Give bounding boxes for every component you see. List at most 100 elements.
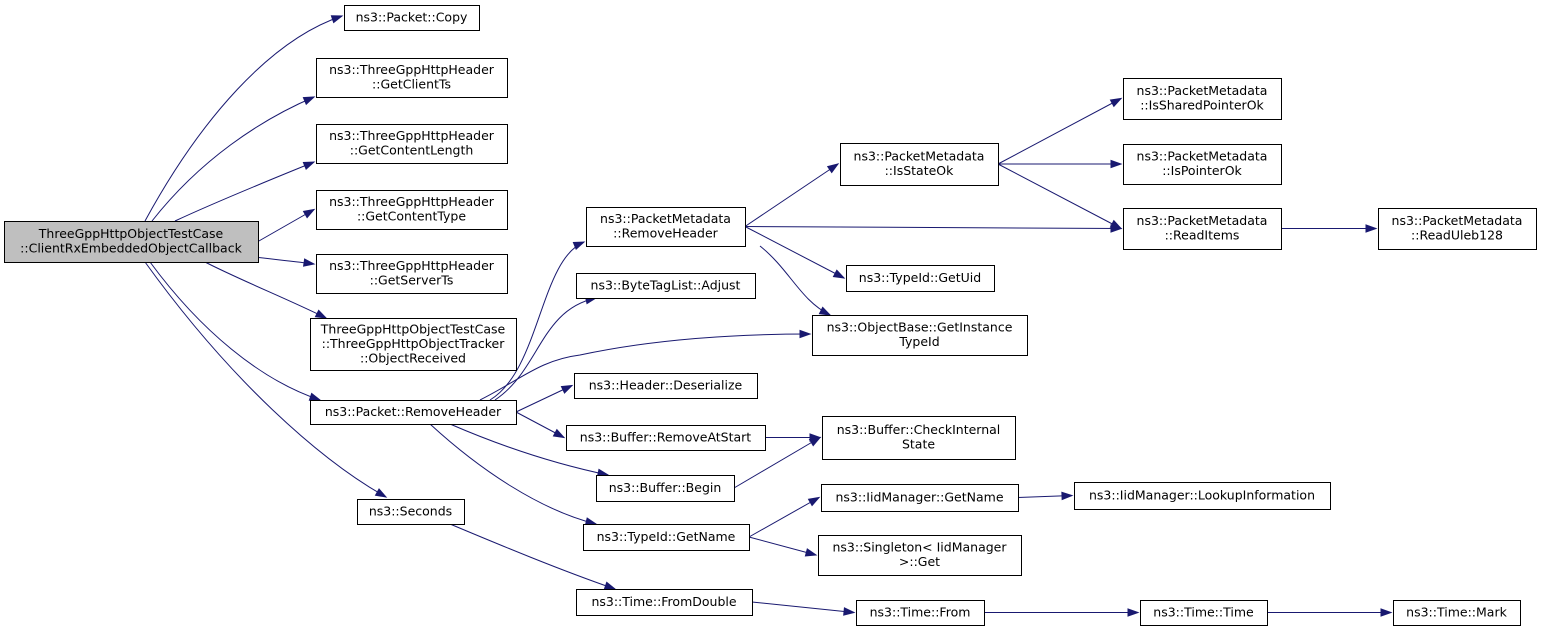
node-pm-read-uleb128[interactable]: ns3::PacketMetadata::ReadUleb128 — [1378, 208, 1537, 250]
edge-pm_remove_header-to-pm_read_items — [744, 224, 1123, 233]
node-seconds[interactable]: ns3::Seconds — [357, 499, 465, 525]
node-label: ::ReadItems — [1165, 228, 1240, 243]
node-time-time[interactable]: ns3::Time::Time — [1140, 600, 1268, 626]
node-pm-remove-header[interactable]: ns3::PacketMetadata::RemoveHeader — [586, 207, 746, 247]
node-label: ThreeGppHttpObjectTestCase — [38, 226, 224, 241]
node-label: ns3::TypeId::GetUid — [859, 270, 981, 285]
node-time-from[interactable]: ns3::Time::From — [856, 600, 985, 626]
node-label: ns3::Packet::RemoveHeader — [325, 404, 502, 419]
edge-pm_is_state_ok-to-pm_is_pointer_ok — [998, 159, 1123, 169]
edge-time_from-to-time_time — [984, 608, 1140, 617]
node-get-server-ts[interactable]: ns3::ThreeGppHttpHeader::GetServerTs — [316, 254, 508, 294]
edge-typeid_get_name-to-singleton_get — [748, 536, 818, 557]
node-label: ns3::Time::Mark — [1406, 604, 1507, 619]
node-label: ns3::Singleton< IidManager — [832, 540, 1007, 555]
edge-root-to-get_content_length — [174, 161, 316, 222]
edge-root-to-pkt_remove_header — [149, 261, 322, 401]
node-pm-is-pointer-ok[interactable]: ns3::PacketMetadata::IsPointerOk — [1123, 144, 1282, 185]
node-label: ::RemoveHeader — [613, 226, 719, 241]
node-typeid-get-uid[interactable]: ns3::TypeId::GetUid — [846, 265, 995, 292]
edge-root-to-object_received — [204, 261, 328, 319]
node-time-from-double[interactable]: ns3::Time::FromDouble — [576, 589, 753, 616]
node-label: ns3::Header::Deserialize — [589, 377, 743, 392]
node-get-client-ts[interactable]: ns3::ThreeGppHttpHeader::GetClientTs — [316, 58, 508, 98]
node-label: ns3::IidManager::LookupInformation — [1089, 487, 1315, 502]
node-label: ns3::PacketMetadata — [1137, 213, 1268, 228]
node-label: ::IsPointerOk — [1162, 163, 1242, 178]
node-label: ns3::ThreeGppHttpHeader — [329, 62, 495, 77]
edge-root-to-get_client_ts — [151, 96, 316, 222]
edge-pkt_remove_header-to-ob_get_instance_typeid — [479, 329, 812, 401]
edge-pkt_remove_header-to-typeid_get_name — [429, 423, 598, 526]
node-label: State — [902, 437, 935, 452]
edge-root-to-pkt_copy — [144, 15, 344, 222]
node-pkt-copy[interactable]: ns3::Packet::Copy — [344, 5, 480, 31]
edge-pm_is_state_ok-to-pm_is_shared_pointer_ok — [997, 97, 1123, 165]
node-label: ns3::PacketMetadata — [1137, 83, 1268, 98]
node-iid-get-name[interactable]: ns3::IidManager::GetName — [821, 484, 1019, 512]
node-label: ns3::PacketMetadata — [1392, 213, 1523, 228]
node-pm-is-shared-pointer-ok[interactable]: ns3::PacketMetadata::IsSharedPointerOk — [1123, 78, 1282, 120]
node-label: ::ObjectReceived — [360, 350, 466, 365]
node-iid-lookup-information[interactable]: ns3::IidManager::LookupInformation — [1074, 482, 1331, 510]
node-label: ::GetContentType — [357, 209, 466, 224]
edge-root-to-get_content_type — [257, 208, 316, 242]
edge-root-to-get_server_ts — [253, 256, 316, 267]
edge-pkt_remove_header-to-buf_remove_at_start — [515, 411, 566, 439]
node-label: ns3::Packet::Copy — [356, 9, 468, 24]
node-label: ns3::Buffer::RemoveAtStart — [580, 429, 752, 444]
node-root[interactable]: ThreeGppHttpObjectTestCase::ClientRxEmbe… — [4, 221, 259, 263]
node-label: ns3::ThreeGppHttpHeader — [329, 194, 495, 209]
edges-layer — [144, 15, 1393, 617]
node-btl-adjust[interactable]: ns3::ByteTagList::Adjust — [576, 273, 756, 299]
node-label: ::ThreeGppHttpObjectTracker — [322, 336, 506, 351]
node-label: ns3::PacketMetadata — [1137, 149, 1268, 164]
node-label: ::IsSharedPointerOk — [1140, 98, 1264, 113]
node-label: ns3::PacketMetadata — [854, 149, 985, 164]
node-object-received[interactable]: ThreeGppHttpObjectTestCase::ThreeGppHttp… — [310, 318, 517, 371]
nodes-layer: ThreeGppHttpObjectTestCase::ClientRxEmbe… — [4, 5, 1537, 626]
node-get-content-length[interactable]: ns3::ThreeGppHttpHeader::GetContentLengt… — [316, 124, 508, 164]
node-label: ::ReadUleb128 — [1411, 228, 1503, 243]
node-label: ns3::Buffer::CheckInternal — [837, 422, 1001, 437]
node-label: ::ClientRxEmbeddedObjectCallback — [20, 241, 242, 256]
node-label: ThreeGppHttpObjectTestCase — [320, 321, 506, 336]
edge-pm_remove_header-to-typeid_get_uid — [744, 226, 846, 279]
edge-pm_is_state_ok-to-pm_read_items — [997, 163, 1123, 230]
node-label: ns3::Time::Time — [1153, 604, 1254, 619]
node-pm-read-items[interactable]: ns3::PacketMetadata::ReadItems — [1123, 208, 1282, 250]
node-label: TypeId — [898, 334, 939, 349]
edge-typeid_get_name-to-iid_get_name — [748, 496, 821, 538]
edge-pm_remove_header-to-ob_get_instance_typeid — [759, 245, 832, 316]
node-label: ns3::ThreeGppHttpHeader — [329, 128, 495, 143]
edge-pkt_remove_header-to-header_deserialize — [515, 384, 574, 413]
node-label: ns3::Seconds — [369, 503, 452, 518]
node-singleton-get[interactable]: ns3::Singleton< IidManager>::Get — [818, 535, 1022, 576]
node-typeid-get-name[interactable]: ns3::TypeId::GetName — [583, 524, 750, 551]
node-buf-remove-at-start[interactable]: ns3::Buffer::RemoveAtStart — [566, 425, 766, 451]
edge-time_from_double-to-time_from — [751, 601, 856, 616]
node-label: ns3::Buffer::Begin — [609, 480, 722, 495]
edge-pm_remove_header-to-pm_is_state_ok — [744, 163, 840, 227]
node-label: ns3::PacketMetadata — [600, 211, 731, 226]
edge-iid_get_name-to-iid_lookup_information — [1017, 491, 1074, 501]
node-pkt-remove-header[interactable]: ns3::Packet::RemoveHeader — [310, 400, 517, 425]
node-buf-begin[interactable]: ns3::Buffer::Begin — [596, 475, 735, 502]
node-label: ::GetServerTs — [370, 273, 454, 288]
edge-buf_begin-to-buf_check_internal_state — [733, 436, 822, 489]
node-get-content-type[interactable]: ns3::ThreeGppHttpHeader::GetContentType — [316, 190, 508, 230]
node-label: ns3::Time::From — [870, 604, 971, 619]
node-label: ::GetClientTs — [372, 77, 451, 92]
node-label: ::IsStateOk — [885, 163, 955, 178]
node-pm-is-state-ok[interactable]: ns3::PacketMetadata::IsStateOk — [840, 143, 999, 186]
node-label: ns3::TypeId::GetName — [597, 529, 736, 544]
node-label: ns3::IidManager::GetName — [835, 489, 1003, 504]
node-time-mark[interactable]: ns3::Time::Mark — [1393, 600, 1521, 626]
edge-root-to-seconds — [144, 261, 388, 498]
node-header-deserialize[interactable]: ns3::Header::Deserialize — [574, 373, 758, 399]
node-label: ns3::Time::FromDouble — [591, 594, 736, 609]
node-label: ::GetContentLength — [350, 143, 474, 158]
